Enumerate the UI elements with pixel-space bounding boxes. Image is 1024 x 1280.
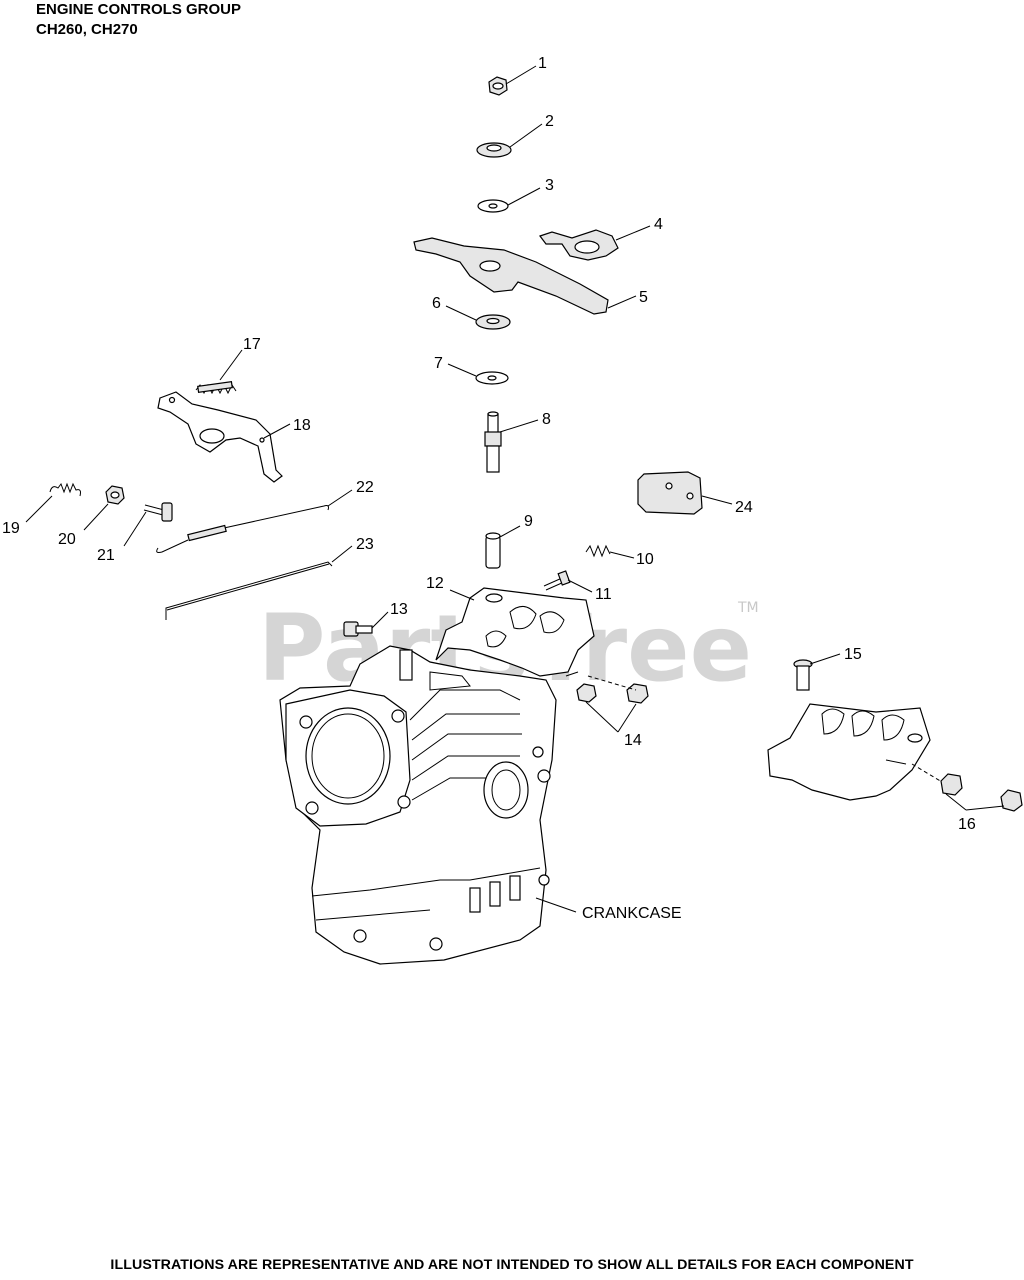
callout-13: 13 <box>390 601 408 618</box>
part-11-screw[interactable] <box>543 570 571 591</box>
callout-12: 12 <box>426 575 444 592</box>
part-19-spring[interactable] <box>49 482 81 497</box>
exploded-parts-diagram: PartsTree TM <box>2 55 1023 965</box>
part-20-nut[interactable] <box>105 485 125 505</box>
part-13-bolt[interactable] <box>343 621 373 637</box>
callout-19: 19 <box>2 520 20 537</box>
callout-22: 22 <box>356 479 374 496</box>
part-2-washer[interactable] <box>476 142 512 158</box>
callout-2: 2 <box>545 113 554 130</box>
part-22-linkage-spring[interactable] <box>156 505 329 553</box>
part-4-lever[interactable] <box>539 229 619 261</box>
crankcase[interactable] <box>279 645 557 965</box>
callout-20: 20 <box>58 531 76 548</box>
part-17-spring[interactable] <box>195 380 237 395</box>
part-12-bracket[interactable] <box>435 587 595 677</box>
callout-23: 23 <box>356 536 374 553</box>
part-9-pin[interactable] <box>485 532 501 569</box>
part-14-nuts[interactable] <box>576 683 649 704</box>
part-24-plate[interactable] <box>637 471 703 515</box>
part-10-spring[interactable] <box>585 544 611 558</box>
diagram-title: ENGINE CONTROLS GROUP <box>36 1 242 18</box>
diagram-header: ENGINE CONTROLS GROUP CH260, CH270 <box>36 0 241 40</box>
callout-3: 3 <box>545 177 554 194</box>
callout-14: 14 <box>624 732 642 749</box>
callout-6: 6 <box>432 295 441 312</box>
callout-21: 21 <box>97 547 115 564</box>
watermark-tm: TM <box>737 600 759 616</box>
callout-4: 4 <box>654 216 663 233</box>
part-16-bracket-assembly[interactable] <box>767 703 1023 812</box>
callout-24: 24 <box>735 499 753 516</box>
model-numbers: CH260, CH270 <box>36 21 138 38</box>
part-21-bolt[interactable] <box>143 502 173 522</box>
callout-16: 16 <box>958 816 976 833</box>
part-18-lever[interactable] <box>157 391 283 483</box>
callout-9: 9 <box>524 513 533 530</box>
callout-1: 1 <box>538 55 547 72</box>
callout-8: 8 <box>542 411 551 428</box>
part-15-screw[interactable] <box>793 659 813 691</box>
part-7-washer[interactable] <box>475 371 509 385</box>
footer-disclaimer: ILLUSTRATIONS ARE REPRESENTATIVE AND ARE… <box>110 1257 914 1273</box>
label-crankcase: CRANKCASE <box>582 905 682 922</box>
part-5-bracket[interactable] <box>413 237 609 315</box>
part-8-shaft[interactable] <box>484 411 502 473</box>
callout-17: 17 <box>243 336 261 353</box>
callout-7: 7 <box>434 355 443 372</box>
callout-15: 15 <box>844 646 862 663</box>
callout-11: 11 <box>595 586 612 603</box>
callout-10: 10 <box>636 551 654 568</box>
callout-18: 18 <box>293 417 311 434</box>
part-6-washer[interactable] <box>475 314 511 330</box>
part-1-nut[interactable] <box>488 76 508 96</box>
part-3-washer[interactable] <box>477 199 509 213</box>
leader-lines <box>25 65 1005 913</box>
part-23-rod[interactable] <box>165 561 333 620</box>
callout-5: 5 <box>639 289 648 306</box>
